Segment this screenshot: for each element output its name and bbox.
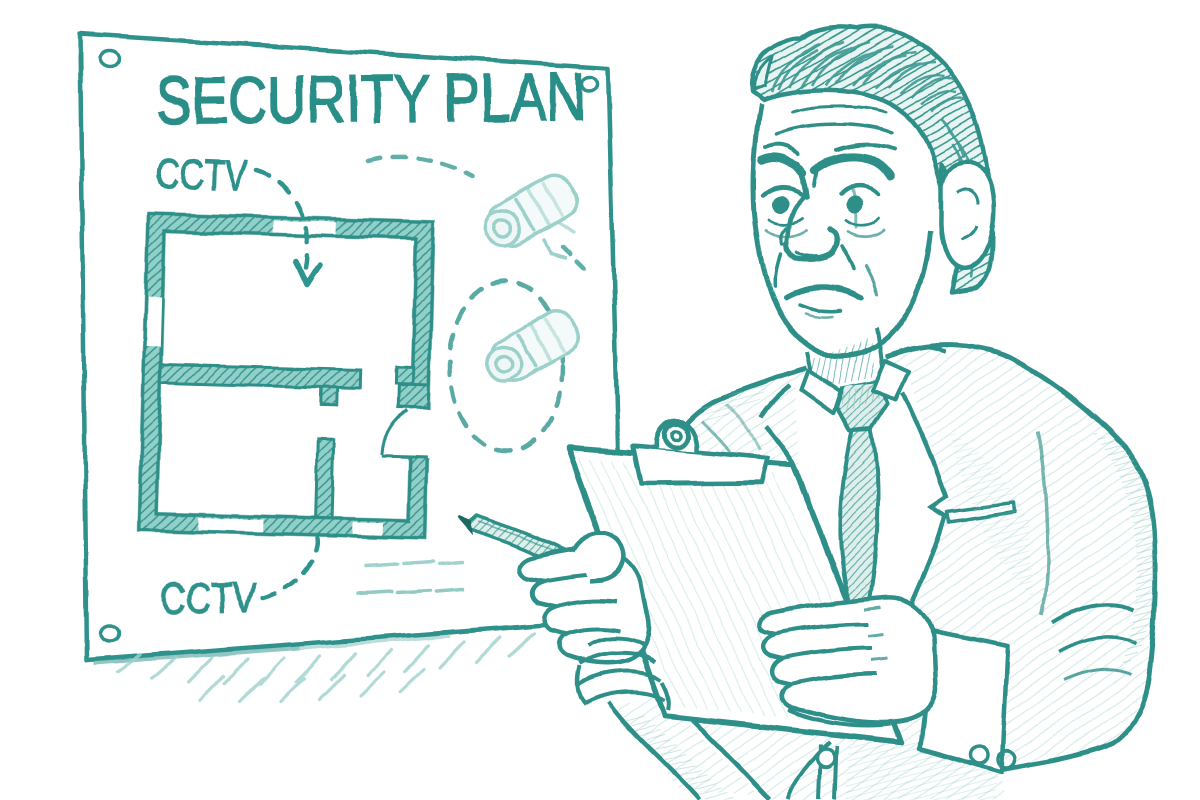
svg-text:CCTV: CCTV xyxy=(159,573,257,624)
svg-text:CCTV: CCTV xyxy=(155,149,249,201)
svg-text:SECURITY PLAN: SECURITY PLAN xyxy=(155,60,586,139)
